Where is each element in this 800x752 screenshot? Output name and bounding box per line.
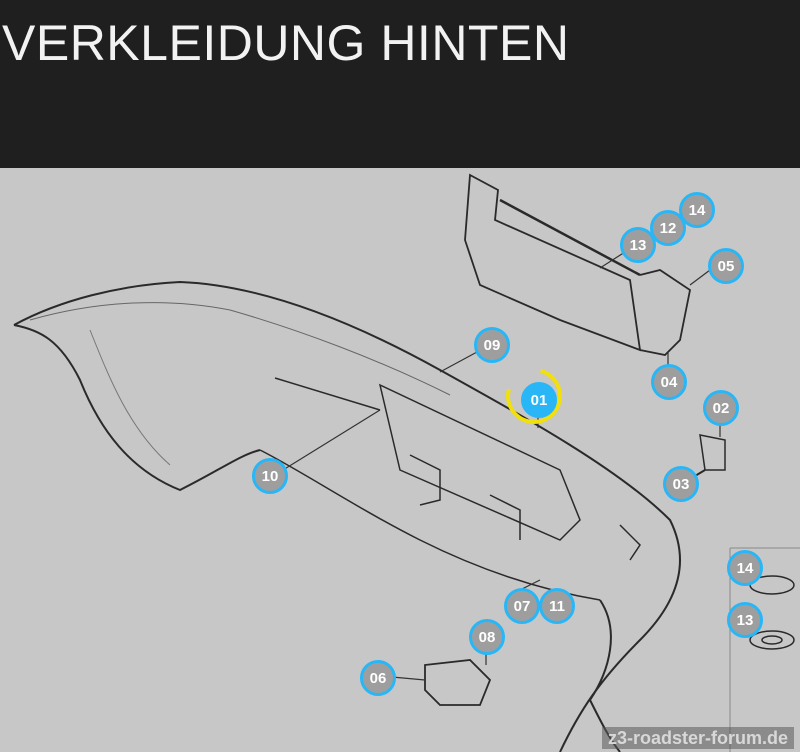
part-badge-06[interactable]: 06 [360,660,396,696]
part-badge-04[interactable]: 04 [651,364,687,400]
part-badge-09[interactable]: 09 [474,327,510,363]
watermark: z3-roadster-forum.de [602,727,795,749]
part-badge-12[interactable]: 12 [650,210,686,246]
part-badge-02[interactable]: 02 [703,390,739,426]
part-badge-13[interactable]: 13 [620,227,656,263]
page-title: VERKLEIDUNG HINTEN [2,15,570,71]
part-badge-05[interactable]: 05 [708,248,744,284]
part-badge-03[interactable]: 03 [663,466,699,502]
part-badge-01[interactable]: 01 [521,382,557,418]
header: VERKLEIDUNG HINTEN [0,0,800,168]
part-badge-14-grommet[interactable]: 14 [727,550,763,586]
part-badge-11[interactable]: 11 [539,588,575,624]
part-badge-08[interactable]: 08 [469,619,505,655]
part-badge-07[interactable]: 07 [504,588,540,624]
part-badge-10[interactable]: 10 [252,458,288,494]
part-badge-13-grommet[interactable]: 13 [727,602,763,638]
